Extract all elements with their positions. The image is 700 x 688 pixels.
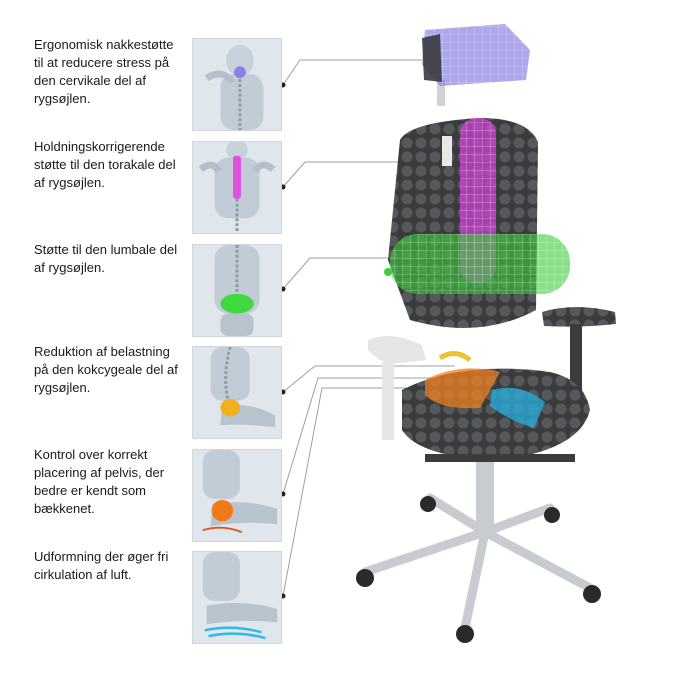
feature-lumbar-text: Støtte til den lumbale del af rygsøjlen. — [34, 242, 178, 275]
feature-neck-text: Ergonomisk nakkestøtte til at reducere s… — [34, 37, 174, 106]
feature-pelvis-text: Kontrol over korrekt placering af pelvis… — [34, 447, 165, 516]
pelvis-anatomy-image — [192, 449, 282, 542]
lumbar-anatomy-image — [192, 244, 282, 337]
connector-neck — [282, 59, 422, 86]
connector-lumbar — [282, 257, 400, 290]
backrest — [388, 118, 538, 328]
feature-thoracic-text: Holdningskorrigerende støtte til den tor… — [34, 139, 176, 190]
air-circulation-anatomy-image — [192, 551, 282, 644]
thoracic-anatomy-image — [192, 141, 282, 234]
chair-base — [356, 462, 601, 643]
neck-anatomy-image — [192, 38, 282, 131]
armrests — [368, 307, 616, 440]
feature-coccyx-text: Reduktion af belastning på den kokcygeal… — [34, 344, 178, 395]
headrest — [422, 24, 530, 106]
feature-air-text: Udformning der øger fri cirkulation af l… — [34, 549, 169, 582]
connector-coccyx — [282, 365, 455, 393]
connector-pelvis — [282, 377, 468, 495]
lumbar-roll — [384, 234, 570, 294]
coccyx-anatomy-image — [192, 346, 282, 439]
ergonomic-chair-illustration — [356, 24, 616, 643]
seat — [402, 351, 590, 462]
